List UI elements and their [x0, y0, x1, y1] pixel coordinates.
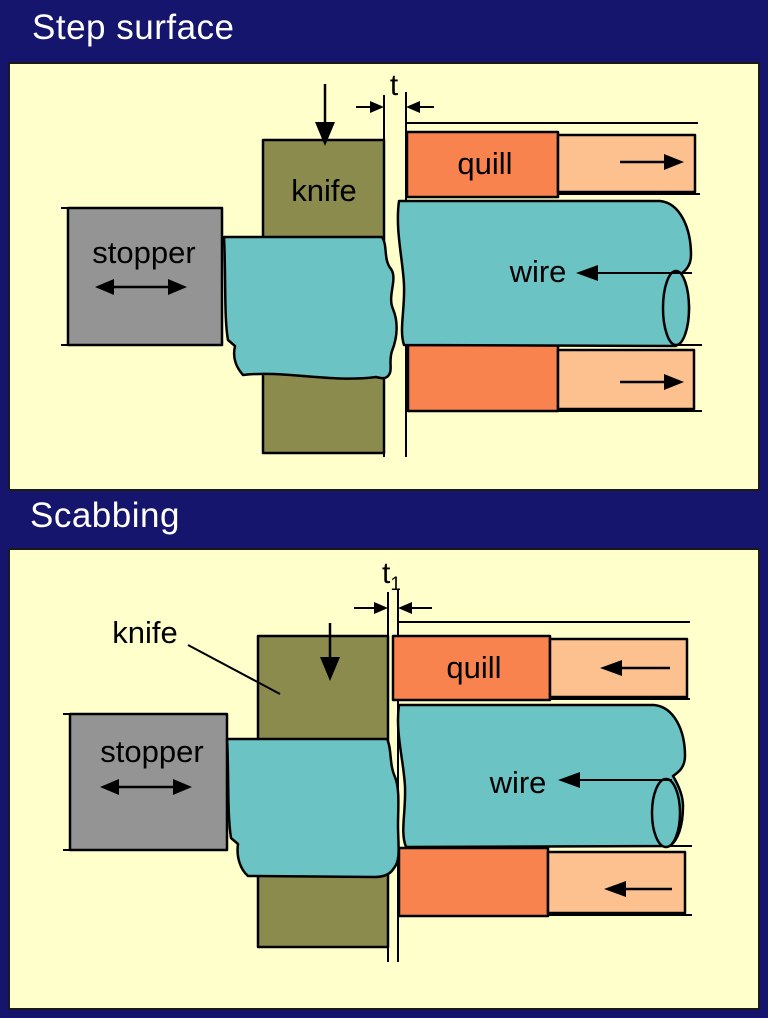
wire-end-cap — [650, 777, 682, 849]
wire-cut-piece — [225, 737, 400, 879]
gap-dim-arrow-left-icon — [354, 602, 388, 614]
gap-dim-arrow-right-icon — [398, 602, 432, 614]
step-surface-diagram: t knife stopper quill wire — [8, 62, 760, 491]
wire-feed-arrow-icon — [558, 772, 672, 788]
stopper-label: stopper — [92, 235, 195, 270]
stopper-double-arrow-icon — [100, 779, 192, 795]
quill-right-arrow-bottom-icon — [620, 374, 684, 390]
quill-block-top — [391, 634, 552, 702]
knife-down-arrow-icon — [320, 623, 340, 681]
scabbing-diagram: t1 knife stopper qui — [8, 548, 760, 1010]
quill-left-arrow-top-icon — [600, 660, 670, 676]
quill-block-bottom — [397, 846, 550, 918]
quill-sleeve-bottom — [546, 850, 687, 915]
knife-down-arrow-icon — [315, 84, 335, 146]
wire-cut-piece — [222, 235, 398, 380]
gap-label: t1 — [382, 557, 401, 595]
gap-label-subscript: 1 — [390, 574, 401, 595]
wire-end-cap — [661, 269, 691, 347]
quill-sleeve-bottom — [556, 348, 696, 411]
stopper-double-arrow-icon — [95, 279, 187, 295]
wire-label: wire — [509, 254, 567, 289]
quill-label: quill — [446, 650, 501, 685]
wire-label: wire — [489, 765, 547, 800]
quill-block-bottom — [406, 343, 560, 413]
gap-label: t — [390, 69, 399, 102]
gap-dim-arrow-right-icon — [406, 101, 434, 113]
wire-feed-arrow-icon — [576, 265, 692, 281]
quill-right-arrow-top-icon — [620, 154, 684, 170]
stopper-block — [66, 206, 224, 347]
knife-label: knife — [112, 615, 177, 650]
gap-dim-arrow-left-icon — [356, 101, 384, 113]
stopper-label: stopper — [100, 734, 203, 769]
stopper-block — [68, 712, 229, 852]
knife-label: knife — [291, 173, 356, 208]
panel1-title: Step surface — [32, 8, 235, 47]
quill-left-arrow-bottom-icon — [604, 881, 672, 897]
knife-leader-line — [187, 644, 281, 695]
quill-label: quill — [457, 146, 512, 181]
panel2-title: Scabbing — [30, 496, 180, 535]
wire-body — [396, 703, 687, 849]
